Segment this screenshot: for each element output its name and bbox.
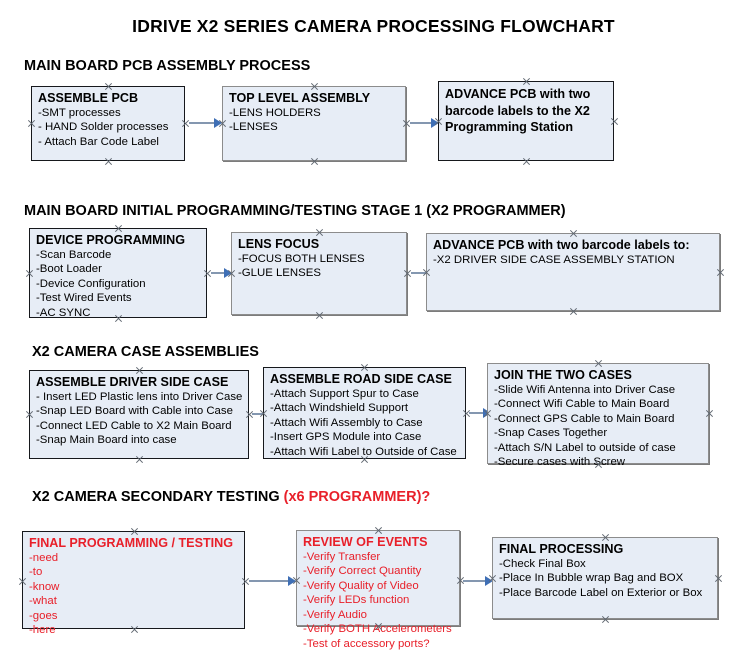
arrow-connector <box>410 118 439 128</box>
box-title: DEVICE PROGRAMMING <box>36 233 186 247</box>
box-line: -need <box>29 551 59 564</box>
box-line: -to <box>29 566 43 579</box>
box-line: -Check Final Box <box>499 557 586 570</box>
box-line: -Slide Wifi Antenna into Driver Case <box>494 383 676 396</box>
box-line: -Place In Bubble wrap Bag and BOX <box>499 572 684 585</box>
box-title: ADVANCE PCB with two barcode labels to t… <box>445 87 591 135</box>
box-title: ASSEMBLE DRIVER SIDE CASE <box>36 375 229 389</box>
box-line: -what <box>29 595 57 608</box>
box-line: -know <box>29 580 60 593</box>
box-line: -Attach Wifi Assembly to Case <box>270 416 423 429</box>
box-line: - Attach Bar Code Label <box>38 135 159 148</box>
arrow-connector <box>249 576 296 586</box>
section-heading-4-accent: (x6 PROGRAMMER)? <box>283 489 431 505</box>
arrow-connector <box>189 118 222 128</box>
box-line: -AC SYNC <box>36 306 91 319</box>
box-lens-focus[interactable]: LENS FOCUS -FOCUS BOTH LENSES -GLUE LENS… <box>231 232 407 315</box>
box-line: -Snap LED Board with Cable into Case <box>36 405 233 418</box>
box-line: - HAND Solder processes <box>38 121 169 134</box>
box-line: -Verify Quality of Video <box>303 579 419 592</box>
box-line: -Attach Wifi Label to Outside of Case <box>270 445 457 458</box>
box-line: -Attach Support Spur to Case <box>270 387 419 400</box>
box-title: ASSEMBLE PCB <box>38 91 139 105</box>
box-line: -Insert GPS Module into Case <box>270 431 422 444</box>
box-line: -Boot Loader <box>36 263 102 276</box>
box-review-of-events[interactable]: REVIEW OF EVENTS -Verify Transfer -Verif… <box>296 530 460 650</box>
arrow-connector <box>211 268 232 278</box>
box-line: -Snap Main Board into case <box>36 434 177 447</box>
section-heading-4: X2 CAMERA SECONDARY TESTING (x6 PROGRAMM… <box>32 489 430 505</box>
box-line: -FOCUS BOTH LENSES <box>238 252 365 265</box>
box-line: - Insert LED Plastic lens into Driver Ca… <box>36 390 243 403</box>
box-title: JOIN THE TWO CASES <box>494 368 632 382</box>
section-heading-2: MAIN BOARD INITIAL PROGRAMMING/TESTING S… <box>24 203 566 219</box>
box-line: -SMT processes <box>38 106 121 119</box>
box-title: TOP LEVEL ASSEMBLY <box>229 91 371 105</box>
box-device-programming[interactable]: DEVICE PROGRAMMING -Scan Barcode -Boot L… <box>29 228 207 319</box>
box-line: -Connect LED Cable to X2 Main Board <box>36 419 232 432</box>
box-title: LENS FOCUS <box>238 237 320 251</box>
box-line: -Scan Barcode <box>36 248 112 261</box>
box-top-level-assembly[interactable]: TOP LEVEL ASSEMBLY -LENS HOLDERS -LENSES <box>222 86 406 161</box>
box-line: -GLUE LENSES <box>238 267 321 280</box>
box-line: -Verify Audio <box>303 608 367 621</box>
box-join-the-two-cases[interactable]: JOIN THE TWO CASES -Slide Wifi Antenna i… <box>487 363 709 468</box>
box-final-programming-testing[interactable]: FINAL PROGRAMMING / TESTING -need -to -k… <box>22 531 245 636</box>
box-line: -here <box>29 624 56 637</box>
box-advance-pcb-programming-station[interactable]: ADVANCE PCB with two barcode labels to t… <box>438 81 614 161</box>
box-assemble-pcb[interactable]: ASSEMBLE PCB -SMT processes - HAND Solde… <box>31 86 185 161</box>
box-line: -Place Barcode Label on Exterior or Box <box>499 586 703 599</box>
box-line: -Device Configuration <box>36 277 146 290</box>
box-line: -Attach Windshield Support <box>270 402 409 415</box>
box-line-overflow: -Test of accessory ports? <box>303 637 430 650</box>
box-line: -Verify BOTH Accelerometers <box>303 623 452 636</box>
section-heading-4-main: X2 CAMERA SECONDARY TESTING <box>32 489 284 505</box>
box-line: -Verify LEDs function <box>303 594 410 607</box>
box-line: -LENS HOLDERS <box>229 106 321 119</box>
box-title: FINAL PROGRAMMING / TESTING <box>29 536 234 550</box>
box-line: -Connect Wifi Cable to Main Board <box>494 398 670 411</box>
box-line: -Verify Correct Quantity <box>303 565 422 578</box>
section-heading-3: X2 CAMERA CASE ASSEMBLIES <box>32 344 259 360</box>
box-line: -X2 DRIVER SIDE CASE ASSEMBLY STATION <box>433 253 675 266</box>
box-title: ADVANCE PCB with two barcode labels to: <box>433 238 690 252</box>
box-advance-pcb-driver-side-station[interactable]: ADVANCE PCB with two barcode labels to: … <box>426 233 720 311</box>
box-line: -Snap Cases Together <box>494 427 608 440</box>
box-final-processing[interactable]: FINAL PROCESSING -Check Final Box -Place… <box>492 537 718 619</box>
box-line: -Attach S/N Label to outside of case <box>494 441 676 454</box>
section-heading-1: MAIN BOARD PCB ASSEMBLY PROCESS <box>24 58 311 74</box>
box-line: -goes <box>29 609 58 622</box>
box-assemble-driver-side-case[interactable]: ASSEMBLE DRIVER SIDE CASE - Insert LED P… <box>29 370 249 459</box>
box-line: -LENSES <box>229 121 278 134</box>
box-title: ASSEMBLE ROAD SIDE CASE <box>270 372 452 386</box>
box-line: -Secure cases with Screw <box>494 456 626 469</box>
box-line: -Test Wired Events <box>36 292 132 305</box>
box-title: REVIEW OF EVENTS <box>303 535 428 549</box>
box-assemble-road-side-case[interactable]: ASSEMBLE ROAD SIDE CASE -Attach Support … <box>263 367 466 459</box>
box-line: -Connect GPS Cable to Main Board <box>494 412 675 425</box>
box-title: FINAL PROCESSING <box>499 542 624 556</box>
page-title: IDRIVE X2 SERIES CAMERA PROCESSING FLOWC… <box>132 16 615 36</box>
arrow-connector <box>463 576 493 586</box>
box-line: -Verify Transfer <box>303 550 381 563</box>
